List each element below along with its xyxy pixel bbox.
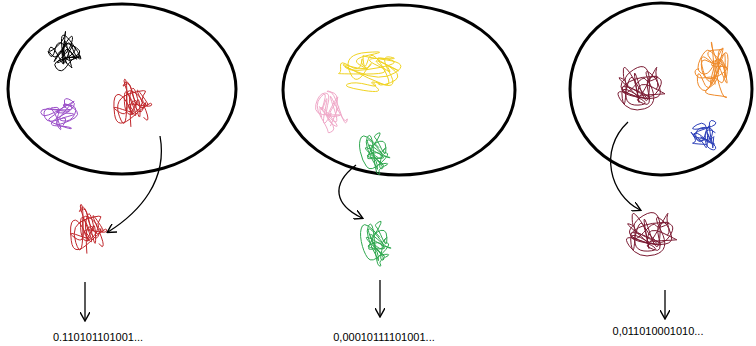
scribble [691, 120, 716, 149]
binary-expansion: 0,00010111101001... [333, 331, 435, 344]
mapping-arrow [664, 290, 665, 318]
scribble [114, 79, 152, 127]
selection-arrow [108, 136, 161, 232]
scribble [618, 67, 665, 110]
mapping-arrow [379, 280, 380, 316]
scribble [315, 91, 347, 133]
scribble [338, 52, 400, 92]
set-circle [283, 5, 515, 175]
binary-expansion: 0,011010001010... [613, 325, 704, 338]
set-circle [8, 4, 236, 174]
scribble [361, 221, 392, 266]
scribble [41, 99, 78, 130]
set-circle [570, 3, 752, 175]
selection-arrow [339, 165, 362, 218]
scribble [71, 204, 107, 253]
scribble [695, 42, 728, 98]
scribble [360, 133, 391, 174]
scribble-group [41, 31, 728, 266]
binary-expansion: 0.110101101001... [53, 331, 143, 344]
scribble [626, 213, 676, 256]
mapping-arrow [84, 282, 85, 320]
scribble [48, 31, 81, 70]
selection-arrow [611, 122, 640, 210]
